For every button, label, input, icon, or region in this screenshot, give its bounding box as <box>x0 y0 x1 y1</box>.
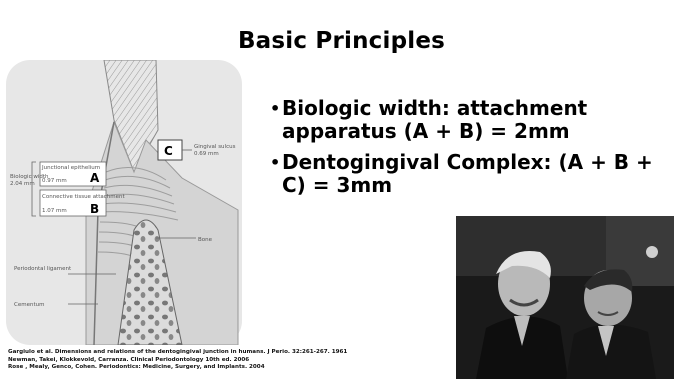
references: Gargiulo et al. Dimensions and relations… <box>8 349 468 372</box>
reference-item: Gargiulo et al. Dimensions and relations… <box>8 349 468 357</box>
bullet-text: Biologic width: attachment apparatus (A … <box>282 96 587 143</box>
bullet-text: Dentogingival Complex: (A + B + C) = 3mm <box>282 150 653 197</box>
junctional-epithelium-value: 0.97 mm <box>42 178 67 184</box>
bullet-list: • Biologic width: attachment apparatus (… <box>270 97 680 205</box>
gingival-sulcus-label: Gingival sulcus <box>194 144 236 150</box>
slide-title: Basic Principles <box>0 28 683 54</box>
bullet-item: • Biologic width: attachment apparatus (… <box>270 97 680 143</box>
gingival-sulcus-value: 0.69 mm <box>194 151 219 157</box>
connective-tissue-label: Connective tissue attachment <box>42 194 125 200</box>
photo-two-men <box>456 216 674 379</box>
biologic-width-diagram: Biologic width 2.04 mm Junctional epithe… <box>6 60 242 345</box>
bullet-dot: • <box>270 151 280 174</box>
cementum-label: Cementum <box>14 302 44 308</box>
bullet-dot: • <box>270 97 280 120</box>
connective-tissue-value: 1.07 mm <box>42 208 67 214</box>
letter-b: B <box>90 202 99 216</box>
reference-item: Newman, Takei, Klokkevold, Carranza. Cli… <box>8 357 468 365</box>
biologic-width-value: 2.04 mm <box>10 181 35 187</box>
reference-item: Rose , Mealy, Genco, Cohen. Periodontics… <box>8 364 468 372</box>
letter-c: C <box>164 144 173 158</box>
bullet-item: • Dentogingival Complex: (A + B + C) = 3… <box>270 151 680 197</box>
letter-a: A <box>90 171 100 185</box>
periodontal-ligament-label: Periodontal ligament <box>14 266 72 272</box>
bone-label: Bone <box>198 237 213 243</box>
